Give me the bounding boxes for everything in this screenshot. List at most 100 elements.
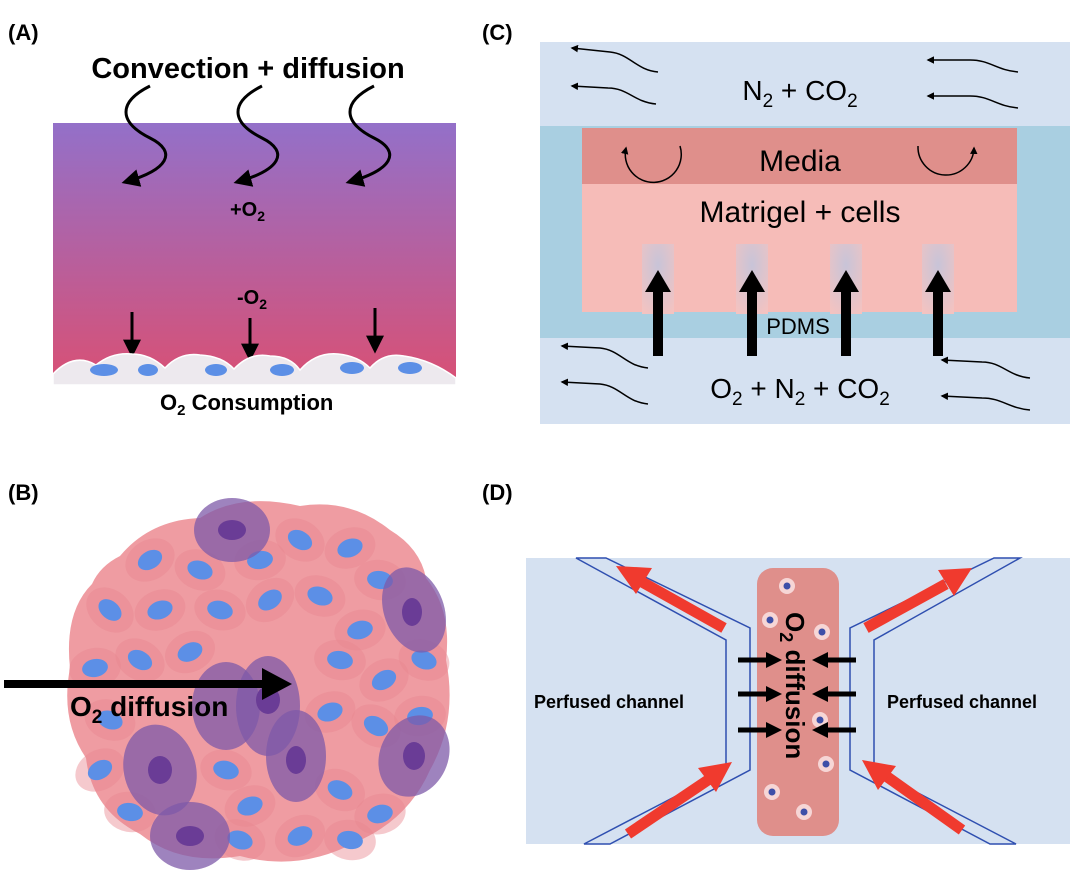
chamber-cells	[762, 578, 834, 820]
flow-arrow-icon	[570, 82, 657, 105]
panel-a: (A) Convection + diffusion +O2 -O2 O2	[8, 20, 457, 419]
cell-nucleus	[403, 742, 425, 770]
cell-nucleus	[138, 364, 158, 376]
cell	[814, 624, 830, 640]
arrow-shaft	[4, 680, 266, 688]
red-arrow-icon	[639, 577, 727, 633]
cell-nucleus	[117, 802, 143, 822]
cell-layer	[52, 352, 457, 386]
flow-arrow-icon	[560, 378, 649, 405]
flow-arrow-icon	[570, 44, 659, 73]
medium-gradient-box	[53, 123, 456, 385]
cell-nucleus	[367, 804, 393, 824]
cell-nucleus	[402, 598, 422, 626]
bottom-flow-arrows	[560, 342, 1031, 411]
circulation-arrows	[620, 145, 978, 184]
panel-d-label: (D)	[482, 480, 513, 505]
cell-nucleus	[218, 520, 246, 540]
cell-nucleus	[307, 586, 333, 606]
cell-nucleus	[327, 650, 353, 670]
cell	[818, 756, 834, 772]
right-channel-label: Perfused channel	[887, 692, 1037, 712]
flow-arrow-icon	[560, 342, 649, 369]
cell-nucleus	[127, 649, 153, 671]
cell	[762, 612, 778, 628]
top-gas-label: N2 + CO2	[742, 75, 857, 112]
pdms-label: PDMS	[766, 314, 830, 339]
cell-nucleus	[97, 710, 123, 730]
cell-nucleus	[187, 560, 213, 580]
convection-arrow-icons	[121, 84, 392, 187]
cell-nucleus	[287, 826, 313, 846]
cell-nucleus	[270, 364, 294, 376]
cell-nucleus	[286, 746, 306, 774]
left-channel-label: Perfused channel	[534, 692, 684, 712]
cell	[764, 784, 780, 800]
cell-nucleus	[337, 538, 363, 558]
up-arrow-icon	[739, 270, 765, 356]
wavy-arrow-icon	[233, 84, 280, 187]
consumption-arrows	[123, 308, 384, 362]
cell-nucleus	[363, 715, 389, 737]
red-arrow-head-icon	[862, 760, 896, 790]
cell	[796, 804, 812, 820]
cell-nucleus	[317, 702, 343, 722]
o2-consumption-label: O2 Consumption	[160, 390, 333, 419]
panel-a-label: (A)	[8, 20, 39, 45]
red-arrow-head-icon	[938, 568, 972, 596]
circular-arrow-icon	[620, 145, 683, 184]
red-arrow-head-icon	[616, 566, 652, 594]
o2-diffusion-arrow	[4, 668, 292, 700]
cell-nucleus	[87, 759, 113, 781]
cell-nucleus	[411, 650, 437, 670]
cell-row	[52, 352, 457, 386]
cell-nucleus	[213, 760, 239, 780]
media-label: Media	[759, 145, 841, 178]
panel-d: (D)	[482, 480, 1070, 845]
cell-nucleus	[347, 620, 373, 640]
cell-nucleus	[327, 780, 353, 800]
bottom-gas-label: O2 + N2 + CO2	[710, 373, 890, 410]
cell-nucleus	[137, 549, 163, 571]
panel-a-top-text: Convection + diffusion	[91, 53, 404, 85]
cell-nucleus	[237, 796, 263, 816]
red-arrow-icon	[624, 775, 712, 839]
panel-b-label: (B)	[8, 480, 39, 505]
cell-nucleus	[82, 658, 108, 678]
matrigel-label: Matrigel + cells	[700, 196, 901, 229]
bottom-gas-channel	[540, 338, 1070, 424]
panel-c: (C)	[482, 20, 1070, 424]
cell-nucleus	[177, 642, 203, 662]
flow-arrow-icon	[940, 392, 1031, 411]
cell-nucleus	[176, 826, 204, 846]
cell	[779, 578, 795, 594]
wavy-arrow-icon	[345, 84, 392, 187]
cell-nucleus	[148, 756, 172, 784]
o2-diffusion-vertical-label: O2 diffusion	[776, 612, 810, 759]
cell-nucleus	[287, 529, 313, 551]
cell-nucleus	[227, 830, 253, 850]
cell-nucleus	[90, 364, 118, 376]
flow-arrow-icon	[940, 356, 1031, 379]
cell-nucleus	[340, 362, 364, 374]
up-arrow-icon	[645, 270, 671, 356]
cell-nucleus	[98, 599, 122, 621]
cell-nucleus	[207, 600, 233, 620]
purple-nuclei	[148, 520, 425, 846]
wavy-arrow-icon	[121, 84, 168, 187]
flow-arrow-icon	[926, 56, 1019, 73]
minus-o2-label: -O2	[237, 287, 267, 312]
oxygen-up-arrows	[645, 270, 951, 356]
flow-arrow-icon	[926, 92, 1019, 109]
plus-o2-label: +O2	[230, 199, 265, 224]
panel-b: (B)	[4, 480, 450, 870]
diffusion-arrows	[738, 652, 856, 738]
up-arrow-icon	[925, 270, 951, 356]
red-arrow-head-icon	[698, 762, 732, 792]
cell-nucleus	[371, 669, 397, 691]
flow-arrows-red	[616, 566, 972, 839]
red-arrow-icon	[863, 579, 949, 633]
left-channel-outline	[575, 557, 751, 845]
cell-nucleus	[398, 362, 422, 374]
cell-nucleus	[337, 830, 363, 850]
